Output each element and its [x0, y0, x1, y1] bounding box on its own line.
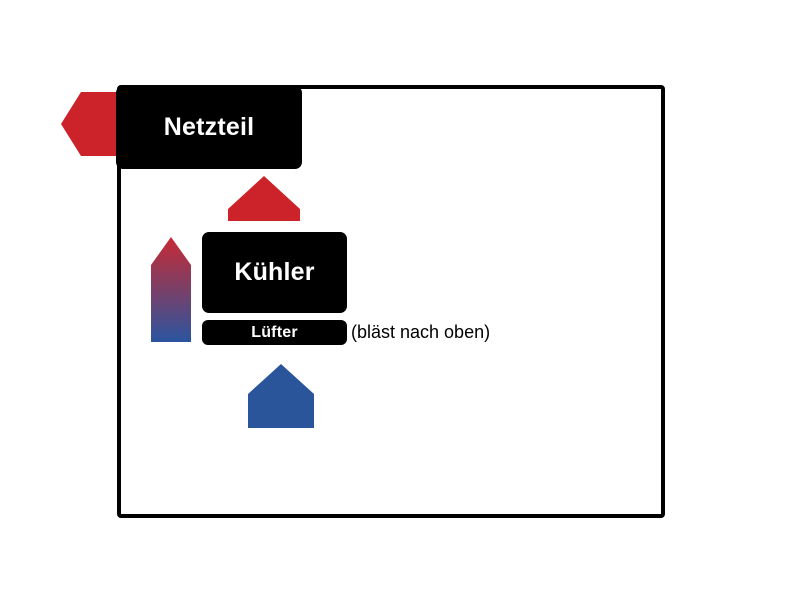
psu-exhaust-left-arrow [61, 92, 119, 156]
cooler-exhaust-up-arrow [228, 176, 300, 221]
luefter-direction-note-text: (bläst nach oben) [351, 322, 491, 342]
component-luefter-label: Lüfter [251, 323, 298, 341]
case-warm-air-rising-arrow [151, 237, 191, 342]
pc-case-outline [117, 85, 665, 518]
luefter-direction-note: (bläst nach oben) [351, 320, 490, 345]
cool-air-intake-up-arrow [248, 364, 314, 428]
component-netzteil[interactable]: Netzteil [116, 86, 302, 169]
component-kuehler[interactable]: Kühler [202, 232, 347, 313]
component-luefter[interactable]: Lüfter [202, 320, 347, 345]
component-kuehler-label: Kühler [234, 258, 315, 286]
component-netzteil-label: Netzteil [163, 113, 255, 141]
